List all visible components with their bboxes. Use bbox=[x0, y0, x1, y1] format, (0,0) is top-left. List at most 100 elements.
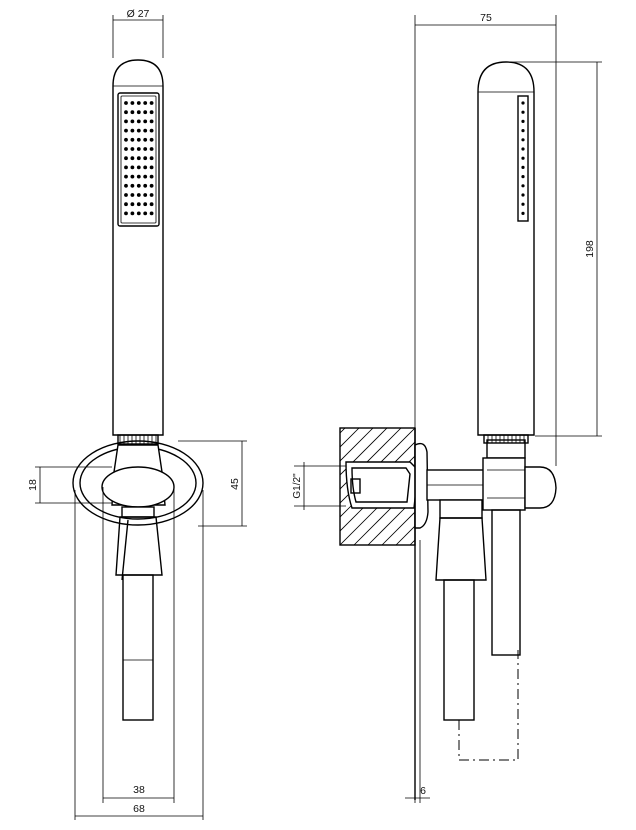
nozzle-dot bbox=[143, 211, 148, 216]
side-nozzle-dot bbox=[521, 147, 525, 151]
nozzle-dot bbox=[130, 101, 135, 105]
nozzle-plate bbox=[117, 92, 160, 227]
nozzle-dot bbox=[124, 174, 128, 179]
nozzle-dot bbox=[130, 165, 135, 170]
nozzle-dot bbox=[124, 119, 128, 124]
nozzle-dot bbox=[136, 174, 141, 179]
side-nozzle-dot bbox=[521, 193, 525, 197]
nozzle-dot bbox=[143, 137, 148, 142]
nozzle-dot bbox=[136, 183, 141, 188]
dim-38: 38 bbox=[133, 784, 145, 796]
nozzle-dot bbox=[149, 137, 154, 142]
nozzle-dot bbox=[124, 137, 128, 142]
side-nozzles bbox=[521, 101, 525, 215]
wall-plate bbox=[414, 442, 429, 529]
nozzle-dot bbox=[136, 211, 141, 216]
hatch-line bbox=[353, 483, 415, 545]
nozzle-dot bbox=[124, 211, 128, 216]
nozzle-dot bbox=[130, 202, 135, 207]
hose-hidden-line bbox=[458, 650, 519, 761]
nozzle-dot bbox=[136, 147, 141, 151]
handshower-body bbox=[112, 59, 164, 436]
side-nozzle-dot bbox=[521, 156, 525, 160]
hose-thread bbox=[117, 434, 159, 445]
side-dimensions: 75 198 G1/2" 6 bbox=[292, 12, 602, 803]
nozzle-dot bbox=[130, 174, 135, 179]
nozzle-dot bbox=[143, 165, 148, 170]
nozzle-dot bbox=[136, 128, 141, 133]
nozzle-dot bbox=[136, 110, 141, 115]
nozzle-dot bbox=[130, 183, 135, 188]
nozzle-dot bbox=[143, 193, 148, 197]
dim-75: 75 bbox=[480, 12, 492, 24]
nozzle-dot bbox=[124, 156, 128, 161]
nozzle-dot bbox=[130, 193, 135, 197]
dim-18: 18 bbox=[27, 479, 39, 491]
side-nozzle-dot bbox=[521, 110, 525, 114]
nozzle-dot bbox=[124, 101, 128, 105]
side-view bbox=[200, 61, 557, 800]
front-dimensions: Ø 27 45 18 38 68 bbox=[27, 8, 247, 820]
bracket-hub bbox=[101, 466, 175, 508]
nozzle-dot bbox=[130, 128, 135, 133]
wall-bracket-outer bbox=[72, 440, 204, 526]
dim-diameter: Ø 27 bbox=[127, 8, 150, 20]
nozzle-dot bbox=[143, 202, 148, 207]
nozzle-dot bbox=[143, 147, 148, 151]
nozzle-dot bbox=[149, 202, 154, 207]
hose-nut bbox=[121, 506, 155, 518]
nozzle-dot bbox=[130, 119, 135, 124]
nozzle-dot bbox=[124, 128, 128, 133]
nozzle-dot bbox=[136, 193, 141, 197]
dim-6: 6 bbox=[420, 785, 426, 797]
side-nozzle-dot bbox=[521, 138, 525, 142]
holder-block bbox=[482, 457, 526, 511]
hatch-line bbox=[340, 428, 360, 448]
nozzle-dot bbox=[149, 156, 154, 161]
hatch-line bbox=[340, 428, 388, 476]
dim-45: 45 bbox=[229, 478, 241, 490]
handshower-hose bbox=[491, 509, 521, 656]
handshower-side bbox=[477, 61, 535, 436]
nozzle-dot bbox=[149, 128, 154, 133]
nozzle-dot bbox=[124, 165, 128, 170]
nozzle-dot bbox=[124, 147, 128, 151]
nozzle-dot bbox=[143, 156, 148, 161]
nozzle-dot bbox=[124, 193, 128, 197]
holder-knob bbox=[524, 466, 557, 509]
nozzle-dot bbox=[149, 101, 154, 105]
nozzle-dot bbox=[124, 110, 128, 115]
side-nozzle-dot bbox=[521, 119, 525, 123]
nozzle-dot bbox=[149, 193, 154, 197]
side-nozzle-dot bbox=[521, 129, 525, 133]
nozzle-dot bbox=[130, 211, 135, 216]
dim-thread: G1/2" bbox=[292, 473, 303, 499]
nozzle-dot bbox=[143, 128, 148, 133]
nozzle-dot bbox=[149, 147, 154, 151]
side-nozzle-dot bbox=[521, 165, 525, 169]
nozzle-dot bbox=[136, 119, 141, 124]
thread-connector bbox=[350, 478, 361, 494]
dim-198: 198 bbox=[584, 240, 596, 258]
hatch-line bbox=[200, 405, 340, 545]
nozzle-dot bbox=[143, 101, 148, 105]
dim-68: 68 bbox=[133, 803, 145, 815]
nozzle-dot bbox=[149, 110, 154, 115]
nozzle-dot bbox=[136, 202, 141, 207]
nozzle-dot bbox=[149, 174, 154, 179]
nozzle-dot bbox=[143, 119, 148, 124]
nozzle-dot bbox=[149, 183, 154, 188]
nozzle-dot bbox=[136, 156, 141, 161]
hose bbox=[122, 574, 154, 721]
side-nozzle-dot bbox=[521, 101, 525, 105]
side-nozzle-dot bbox=[521, 175, 525, 179]
side-nozzle-dot bbox=[521, 202, 525, 206]
hatch-line bbox=[367, 497, 415, 545]
nozzle-dot bbox=[130, 156, 135, 161]
nozzle-dot bbox=[136, 137, 141, 142]
side-nozzle-dot bbox=[521, 184, 525, 188]
nozzle-dot bbox=[143, 110, 148, 115]
nozzle-dot bbox=[143, 174, 148, 179]
